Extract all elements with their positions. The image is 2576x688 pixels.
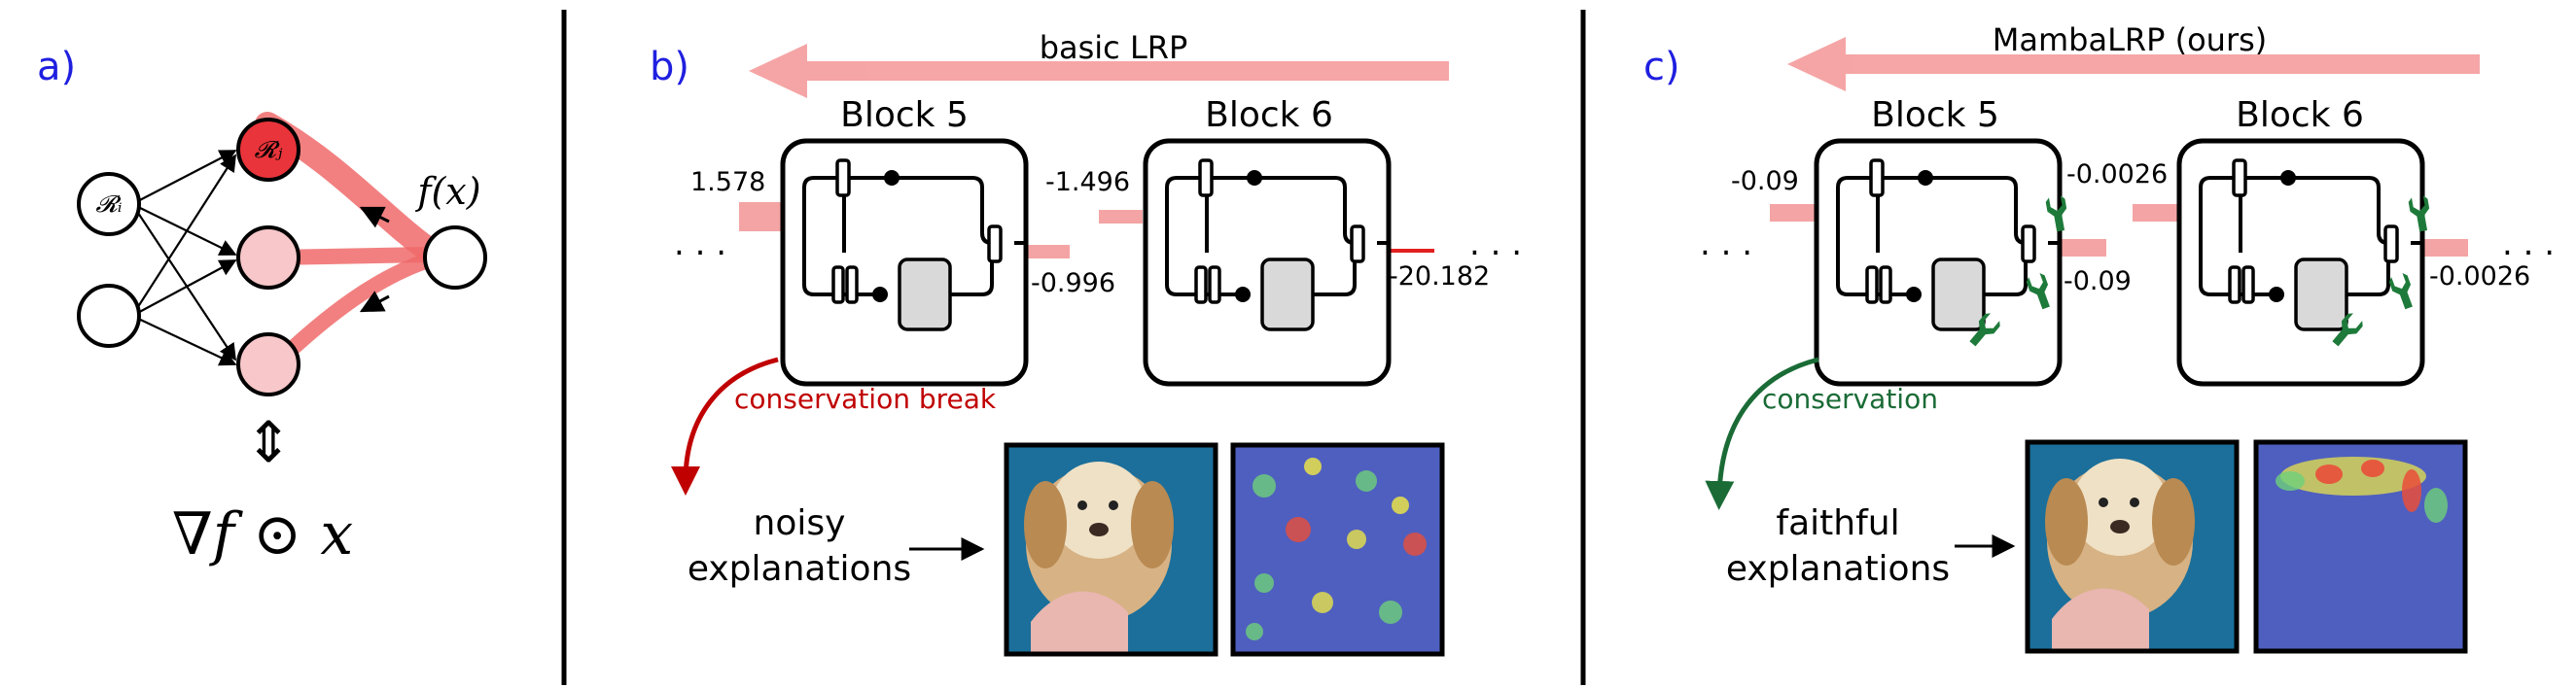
puppy-photo-b bbox=[1004, 442, 1218, 657]
input-node-bottom bbox=[77, 284, 141, 348]
heatmap-b bbox=[1230, 442, 1445, 657]
relevance-bar-b5-in bbox=[739, 202, 783, 231]
panel-c: c) MambaLRP (ours) Block 5 Block 6 -0.09… bbox=[1643, 21, 2555, 654]
hidden-node-top bbox=[236, 118, 300, 182]
relevance-bar-c6-out bbox=[2421, 239, 2468, 257]
value-c6-out: -0.0026 bbox=[2429, 261, 2530, 292]
backward-pass-arrow-c bbox=[1787, 37, 2480, 91]
ellipsis-c-left: . . . bbox=[1700, 224, 1752, 263]
network-edges bbox=[131, 150, 237, 366]
conservation-break-label: conservation break bbox=[734, 383, 997, 415]
heatmap-c bbox=[2253, 439, 2468, 654]
hidden-relevance-label: 𝓡ⱼ bbox=[255, 136, 283, 163]
caption-b-line2: explanations bbox=[688, 549, 911, 589]
hidden-node-mid bbox=[236, 225, 300, 290]
value-b6-in: -1.496 bbox=[1045, 167, 1130, 197]
relevance-bar-c5-in bbox=[1770, 204, 1817, 222]
panel-a-label: a) bbox=[37, 45, 76, 89]
block6-diagram-b bbox=[1146, 141, 1389, 384]
caption-c-line2: explanations bbox=[1726, 549, 1950, 589]
panel-c-label: c) bbox=[1643, 45, 1680, 89]
block5-diagram-b bbox=[783, 141, 1026, 384]
input-relevance-label: 𝓡ᵢ bbox=[95, 190, 122, 218]
block5-title-c: Block 5 bbox=[1871, 95, 1999, 135]
caption-b-line1: noisy bbox=[754, 503, 846, 543]
value-c5-in: -0.09 bbox=[1731, 166, 1799, 196]
block6-title-c: Block 6 bbox=[2236, 95, 2364, 135]
relevance-bar-b6-out bbox=[1386, 249, 1434, 253]
output-label: f(x) bbox=[414, 170, 480, 213]
conservation-arrow bbox=[1705, 357, 1819, 510]
puppy-photo-c bbox=[2025, 439, 2240, 654]
conservation-label: conservation bbox=[1762, 383, 1938, 415]
value-b5-out: -0.996 bbox=[1031, 268, 1115, 298]
value-c5-out: -0.09 bbox=[2064, 266, 2132, 296]
panel-b-label: b) bbox=[650, 45, 689, 89]
block5-diagram-c bbox=[1817, 141, 2070, 384]
panel-b: b) basic LRP Block 5 Block 6 1.578 -0.99… bbox=[650, 29, 1522, 657]
equivalence-symbol: ⇕ bbox=[245, 409, 293, 475]
ellipsis-c-right: . . . bbox=[2502, 224, 2555, 263]
ellipsis-b-right: . . . bbox=[1469, 224, 1522, 263]
caption-c-line1: faithful bbox=[1776, 503, 1899, 543]
gradient-times-input-formula: ∇f ⊙ x bbox=[172, 500, 353, 568]
input-node-top bbox=[77, 172, 141, 236]
relevance-bar-c6-in bbox=[2133, 204, 2179, 222]
relevance-bar-b5-out bbox=[1026, 245, 1070, 258]
relevance-bar-c5-out bbox=[2060, 239, 2106, 257]
hidden-node-bottom bbox=[236, 332, 300, 396]
panel-b-title: basic LRP bbox=[1040, 29, 1188, 66]
value-c6-in: -0.0026 bbox=[2066, 159, 2168, 189]
panel-a: a) 𝓡ᵢ 𝓡ⱼ f(x) ⇕ ∇f ⊙ x bbox=[37, 45, 487, 568]
panel-c-title: MambaLRP (ours) bbox=[1993, 21, 2268, 58]
output-node bbox=[423, 225, 487, 290]
value-b5-in: 1.578 bbox=[690, 167, 765, 197]
block5-title-b: Block 5 bbox=[840, 95, 969, 135]
ellipsis-b-left: . . . bbox=[674, 224, 726, 263]
conservation-break-arrow bbox=[671, 357, 779, 496]
block6-diagram-c bbox=[2179, 141, 2433, 384]
backward-pass-arrow-b bbox=[749, 44, 1449, 98]
block6-title-b: Block 6 bbox=[1205, 95, 1333, 135]
relevance-bar-b6-in bbox=[1099, 210, 1143, 224]
value-b6-out: -20.182 bbox=[1389, 261, 1490, 292]
